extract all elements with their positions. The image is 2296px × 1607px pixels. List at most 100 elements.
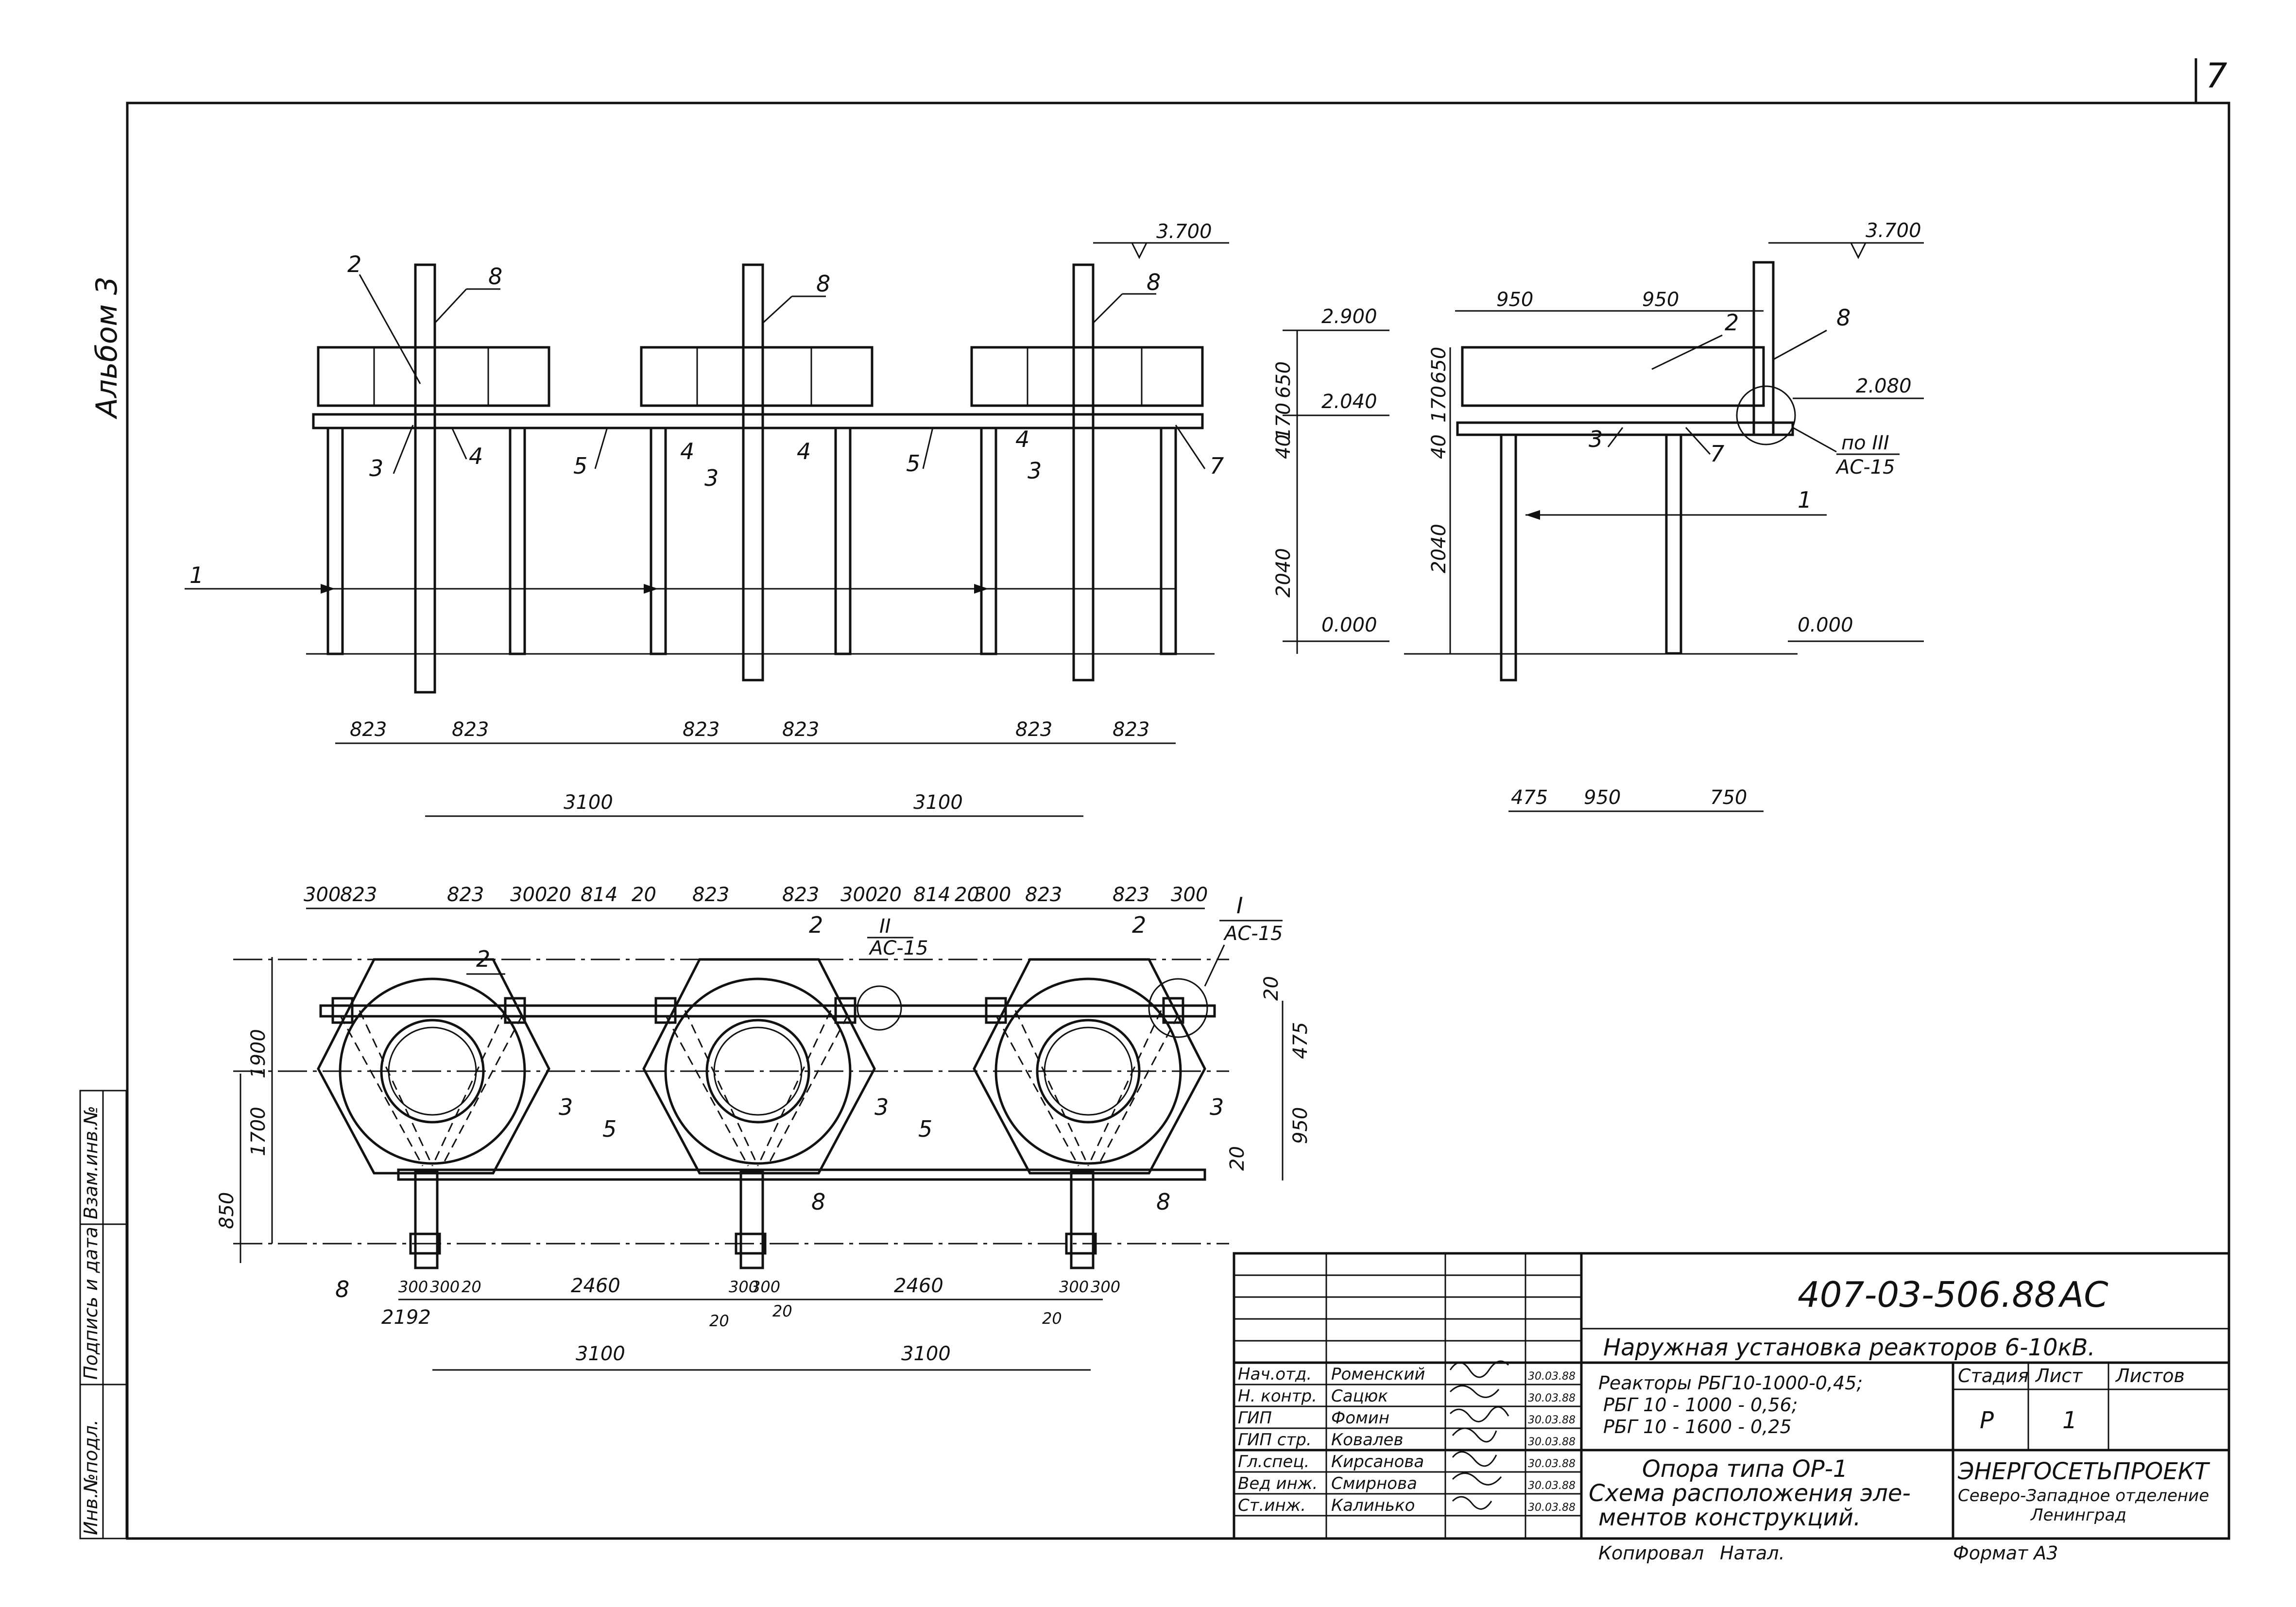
label-4: 4 [1015,426,1029,452]
plan-dim-20: 20 [1042,1309,1062,1328]
front-dim-823: 823 [1113,718,1149,741]
sheet-frame [126,102,2230,1540]
detail-III-circle [1736,385,1796,445]
subject-line-3: РБГ 10 - 1600 - 0,25 [1603,1416,1792,1437]
front-post-center-2 [742,263,764,682]
label-5: 5 [906,450,920,477]
staff-name: Роменский [1331,1365,1425,1384]
org-name: ЭНЕРГОСЕТЬПРОЕКТ [1957,1458,2210,1485]
side-detail-sheet: АС-15 [1835,456,1895,479]
front-dim-650: 650 [1272,361,1295,398]
front-dim-823: 823 [452,718,489,741]
label-2: 2 [347,251,361,277]
plan-dim: 300 [1171,884,1208,906]
plan-dim: 823 [447,884,484,906]
front-view: 1 2 8 8 8 3 4 5 4 3 4 5 4 3 7 3.700 2.90… [185,221,1389,817]
page-number: 7 [2206,56,2227,96]
plan-dim-850: 850 [216,1192,238,1229]
staff-role: Гл.спец. [1238,1452,1309,1471]
front-post-center-1 [414,263,436,694]
plan-beam-6 [319,1004,1216,1018]
plan-dim: 823 [782,884,819,906]
front-elev-upper: 2.900 [1321,306,1377,328]
reactor-circle-inner-3 [1036,1019,1141,1124]
side-dim-2040: 2040 [1428,524,1450,573]
reactor-circle-outer-2 [664,977,852,1165]
front-dim-823: 823 [350,718,387,741]
reactor-circle-inner-1 [380,1019,485,1124]
plan-view: 300 823 823 300 20 814 20 823 823 300 20… [216,884,1312,1371]
plan-dim-20: 20 [462,1278,481,1296]
plan-label-3: 3 [874,1094,889,1120]
detail-II-circle [857,985,902,1031]
plan-label-3: 3 [1210,1094,1224,1120]
staff-name: Смирнова [1331,1474,1417,1493]
plan-dim: 20 [955,884,979,906]
side-post-tall [1752,261,1775,436]
plan-dim-300: 300 [398,1278,428,1296]
plan-dim: 20 [877,884,902,906]
plan-dim: 823 [1113,884,1149,906]
side-dim-40: 40 [1428,434,1450,459]
staff-name: Кирсанова [1331,1452,1424,1471]
side-dim-950: 950 [1496,289,1533,311]
staff-date: 30.03.88 [1528,1458,1576,1470]
format-label: Формат А3 [1953,1542,2058,1564]
side-dim-950: 950 [1584,786,1621,809]
plan-dim-20: 20 [709,1312,729,1330]
reactor-hex-3 [973,958,1206,1175]
plan-dim-300: 300 [751,1278,780,1296]
subject-line-2: РБГ 10 - 1000 - 0,56; [1603,1394,1798,1416]
drawing-line-1: Опора типа ОР-1 [1642,1455,1848,1483]
staff-name: Ковалев [1331,1430,1404,1450]
front-dim-2040: 2040 [1272,548,1295,598]
side-dim-750: 750 [1710,786,1747,809]
stamp-cell-2: Подпись и дата [80,1227,102,1380]
front-post [509,427,526,655]
label-1: 1 [189,562,204,588]
detail-I-circle [1148,978,1208,1038]
sheets-header: Листов [2115,1365,2185,1386]
label-4: 4 [680,438,694,464]
plan-label-8: 8 [1156,1189,1170,1215]
side-dim-950: 950 [1642,289,1679,311]
label-8: 8 [1147,269,1161,295]
plan-top-dims: 300 823 823 300 20 814 20 823 823 300 20… [304,884,1208,906]
title-block: 407-03-506.88 АС Наружная установка реак… [1233,1252,2230,1564]
front-post [1160,427,1177,655]
side-elev-top: 3.700 [1866,220,1921,242]
reactor-circle-outer-3 [994,977,1182,1165]
front-post [980,427,997,655]
drawing-line-2: Схема расположения эле- [1589,1480,1911,1507]
reactor-hex-1 [317,958,550,1175]
staff-role: Вед инж. [1238,1474,1318,1493]
project-title: Наружная установка реакторов 6-10кВ. [1603,1334,2095,1361]
side-dim-170: 170 [1428,386,1450,423]
front-post-center-3 [1072,263,1095,682]
label-8: 8 [488,263,502,290]
label-4: 4 [797,438,811,464]
plan-dim-2460: 2460 [571,1275,620,1297]
reactor-hex-2 [642,958,876,1175]
plan-dim-300: 300 [430,1278,460,1296]
front-dim-3100: 3100 [564,791,613,814]
plan-dim-3100: 3100 [901,1343,951,1365]
plan-dim-950: 950 [1289,1107,1312,1144]
stamp-cell-3: Взам.инв.№ [80,1106,102,1219]
reactor-circle-inner-2 [705,1019,810,1124]
side-stamp: Инв.№подл. Подпись и дата Взам.инв.№ [79,1090,127,1539]
side-label-8: 8 [1836,305,1851,331]
side-elev-beam: 2.080 [1856,375,1912,397]
plan-dim: 300 [304,884,341,906]
plan-beam-5 [397,1168,1206,1181]
detail-II-sheet: АС-15 [868,937,928,959]
front-dim-823: 823 [1015,718,1052,741]
plan-label-2: 2 [809,912,823,938]
plan-dim: 823 [692,884,729,906]
side-post [1500,433,1517,682]
detail-I-sheet: АС-15 [1223,923,1283,945]
plan-label-3: 3 [559,1094,573,1120]
copied-by: Копировал [1598,1542,1704,1564]
label-8: 8 [816,271,830,297]
plan-dim-20: 20 [1260,976,1283,1001]
